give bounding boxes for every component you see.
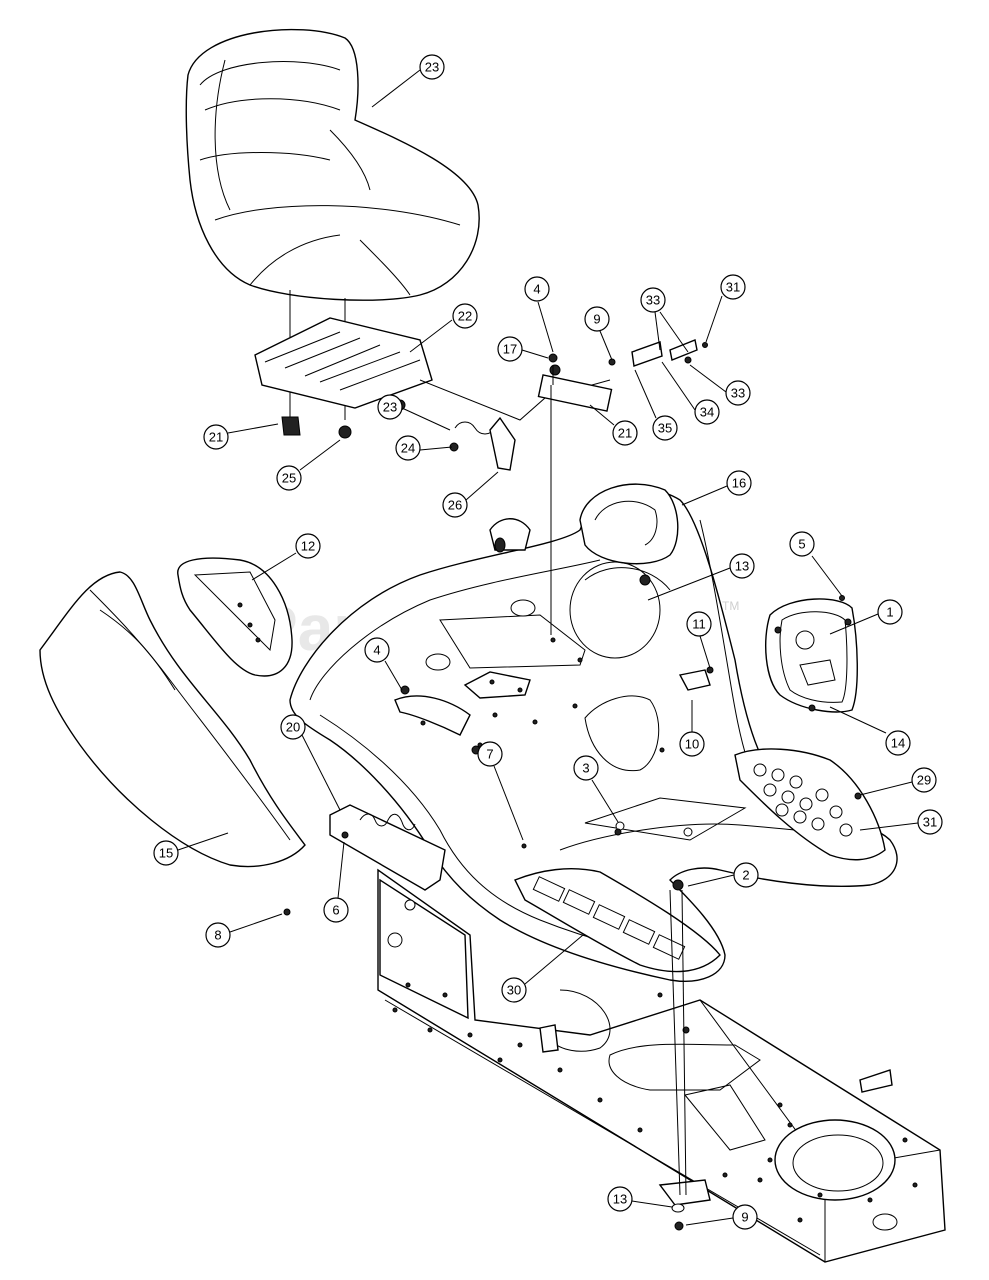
callout-3[interactable]: 3 [573,755,619,823]
svg-text:1: 1 [886,605,893,620]
callout-13-top[interactable]: 13 [647,553,755,601]
svg-text:33: 33 [731,386,745,401]
fender-side-panel [39,571,306,916]
callout-23[interactable]: 23 [377,394,451,431]
callout-12[interactable]: 12 [251,533,321,581]
svg-text:31: 31 [726,280,740,295]
tread-left [532,876,686,960]
svg-text:13: 13 [735,559,749,574]
callout-29[interactable]: 29 [859,767,937,796]
callout-22[interactable]: 21 [203,423,279,450]
svg-text:26: 26 [448,498,462,513]
callout-10[interactable]: 10 [679,700,705,757]
callout-20[interactable]: 20 [280,714,341,811]
svg-text:9: 9 [593,312,600,327]
svg-text:6: 6 [332,903,339,918]
callout-16[interactable]: 16 [681,470,752,506]
svg-text:5: 5 [798,537,805,552]
callout-33[interactable]: 33 [640,287,689,353]
callout-26[interactable]: 22 [409,303,478,353]
seat-pan [254,317,433,439]
watermark-tm: TM [722,599,739,613]
svg-text:2: 2 [742,868,749,883]
svg-text:15: 15 [159,846,173,861]
callout-27[interactable]: 26 [442,471,499,518]
callout-5[interactable]: 5 [789,531,843,597]
callout-6[interactable]: 6 [323,841,349,923]
callout-1[interactable]: 1 [829,599,903,635]
callout-4-top[interactable]: 4 [524,276,554,353]
svg-text:21: 21 [618,426,632,441]
left-armrest [177,557,293,677]
tread-right [753,763,853,837]
svg-text:23: 23 [383,400,397,415]
callout-17[interactable]: 17 [497,336,549,362]
svg-text:23: 23 [425,60,439,75]
svg-text:17: 17 [503,342,517,357]
svg-text:29: 29 [917,773,931,788]
svg-text:20: 20 [286,720,300,735]
callout-32[interactable]: 31 [705,274,746,343]
callout-9-top[interactable]: 9 [584,306,613,361]
svg-text:12: 12 [301,539,315,554]
callout-14[interactable]: 14 [829,706,911,756]
callout-34[interactable]: 33 [689,364,751,406]
fender-bracket [329,804,446,891]
svg-text:24: 24 [401,441,415,456]
callout-2[interactable]: 2 [687,862,759,888]
svg-text:31: 31 [923,815,937,830]
seat [185,28,480,425]
svg-text:10: 10 [685,737,699,752]
callout-4-mid[interactable]: 4 [364,637,403,691]
svg-text:11: 11 [692,617,706,632]
guide-lines [548,353,558,635]
callout-28[interactable]: 23 [371,54,445,108]
callout-31[interactable]: 31 [859,809,943,835]
svg-text:35: 35 [658,421,672,436]
svg-text:34: 34 [700,405,714,420]
callout-35[interactable]: 34 [661,361,720,425]
svg-text:13: 13 [613,1192,627,1207]
svg-text:4: 4 [373,643,380,658]
callout-15[interactable]: 15 [153,832,229,866]
svg-text:16: 16 [732,476,746,491]
callout-36[interactable]: 35 [634,369,678,441]
svg-text:33: 33 [646,293,660,308]
svg-text:22: 22 [458,309,472,324]
mount-bracket [678,666,714,691]
callout-9-bottom[interactable]: 9 [685,1204,758,1230]
callout-13-bottom[interactable]: 13 [607,1186,673,1212]
svg-text:7: 7 [486,747,493,762]
callout-8[interactable]: 8 [205,913,283,948]
svg-text:25: 25 [282,471,296,486]
callout-30[interactable]: 30 [501,934,584,1003]
dash-panel [765,595,858,713]
callout-21[interactable]: 21 [589,404,638,446]
frame [377,868,946,1263]
svg-text:3: 3 [582,761,589,776]
callout-25[interactable]: 25 [276,439,341,491]
switch-bracket [631,339,708,367]
svg-text:4: 4 [533,282,540,297]
callout-24[interactable]: 24 [395,435,453,461]
callout-11[interactable]: 11 [686,611,712,669]
svg-text:9: 9 [741,1210,748,1225]
svg-text:21: 21 [209,430,223,445]
svg-text:8: 8 [214,928,221,943]
callouts: 23 22 21 25 23 24 26 4 [153,54,943,1231]
svg-text:30: 30 [507,983,521,998]
callout-7[interactable]: 7 [477,741,524,841]
svg-text:14: 14 [891,736,905,751]
